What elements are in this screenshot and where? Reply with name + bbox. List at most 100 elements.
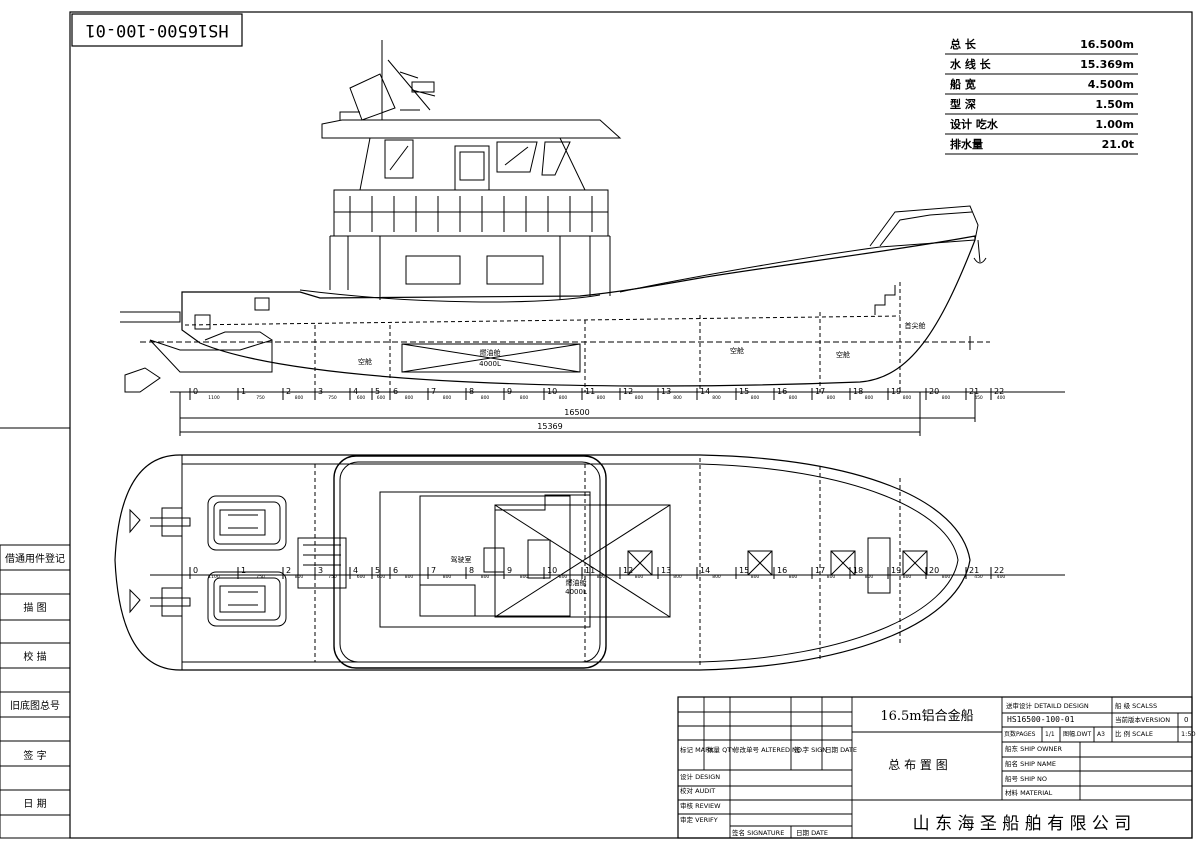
frame-spacing: 450 (974, 574, 983, 580)
frame-spacing: 800 (865, 395, 874, 401)
drawing-number-box: HS16500-100-01 (71, 13, 243, 47)
frame-number: 15 (739, 387, 749, 396)
plan-tank-capacity: 4000L (565, 588, 587, 596)
left-column-label: 旧底图总号 (10, 699, 60, 712)
pages-label: 页数PAGES (1004, 730, 1036, 738)
particular-value: 1.50m (1095, 98, 1134, 111)
frame-spacing: 600 (377, 574, 386, 580)
profile-void-2: 空舱 (730, 346, 744, 355)
frame-spacing: 800 (827, 395, 836, 401)
frame-number: 6 (393, 566, 398, 575)
drawing-no: HS16500-100-01 (1007, 715, 1075, 724)
frame-spacing: 800 (865, 574, 874, 580)
profile-labels: 燃油舱 4000L 空舱 空舱 空舱 首尖舱 16500 15369 (358, 321, 926, 431)
particular-value: 4.500m (1088, 78, 1134, 91)
frame-number: 9 (507, 566, 512, 575)
frame-spacing: 800 (520, 574, 529, 580)
frame-spacing: 800 (559, 395, 568, 401)
left-column-label: 描 图 (23, 601, 46, 614)
drawing-number-rotated: HS16500-100-01 (85, 20, 228, 40)
frame-number: 12 (623, 566, 633, 575)
plan-view (114, 454, 1065, 671)
frame-number: 21 (969, 566, 979, 575)
frame-number: 0 (193, 566, 198, 575)
frame-spacing: 400 (997, 574, 1006, 580)
particular-label: 排水量 (950, 137, 983, 151)
profile-forepeak: 首尖舱 (905, 321, 926, 330)
frame-spacing: 800 (673, 395, 682, 401)
frame-number: 19 (891, 387, 901, 396)
frame-number: 3 (318, 387, 323, 396)
frame-number: 18 (853, 387, 863, 396)
frame-number: 21 (969, 387, 979, 396)
ship-name-title: 16.5m铝合金船 (880, 708, 973, 724)
particular-label: 船 宽 (950, 77, 976, 91)
class-label: 船 级 SCALSS (1115, 701, 1157, 710)
frame-number: 4 (353, 387, 358, 396)
profile-frame-scale: 0110017502800375046005600680078008800980… (189, 387, 1005, 401)
frame-number: 9 (507, 387, 512, 396)
frame-number: 18 (853, 566, 863, 575)
frame-number: 11 (585, 566, 595, 575)
particular-label: 型 深 (950, 97, 976, 111)
profile-tank-label: 燃油舱 (480, 348, 501, 357)
frame-number: 6 (393, 387, 398, 396)
company-name: 山 东 海 圣 船 舶 有 限 公 司 (913, 814, 1132, 834)
frame-number: 14 (700, 566, 710, 575)
frame-spacing: 750 (328, 395, 337, 401)
frame-number: 3 (318, 566, 323, 575)
date-footer: 日期 DATE (796, 829, 828, 837)
file-value: 图幅.DWT (1063, 730, 1091, 738)
frame-spacing: 800 (597, 574, 606, 580)
ship-no-label: 船号 SHIP NO (1005, 774, 1047, 783)
frame-spacing: 750 (328, 574, 337, 580)
frame-number: 4 (353, 566, 358, 575)
frame-number: 1 (241, 566, 246, 575)
frame-number: 2 (286, 566, 291, 575)
frame-spacing: 800 (751, 574, 760, 580)
frame-number: 8 (469, 387, 474, 396)
frame-spacing: 800 (942, 395, 951, 401)
frame-number: 10 (547, 566, 557, 575)
left-column-label: 签 字 (23, 749, 46, 762)
particular-label: 设计 吃水 (950, 117, 999, 131)
particular-value: 16.500m (1080, 38, 1134, 51)
left-column-label: 借通用件登记 (5, 552, 65, 565)
frame-number: 0 (193, 387, 198, 396)
frame-spacing: 800 (903, 574, 912, 580)
frame-spacing: 750 (256, 574, 265, 580)
signature-footer: 签名 SIGNATURE (732, 828, 784, 837)
frame-spacing: 800 (295, 574, 304, 580)
frame-spacing: 800 (443, 574, 452, 580)
frame-spacing: 800 (635, 395, 644, 401)
plan-frame-scale: 0110017502800375046005600680078008800980… (189, 566, 1006, 580)
scale-label: 比 例 SCALE (1115, 729, 1153, 738)
plan-wheelhouse-label: 驾驶室 (451, 555, 472, 564)
waterline-length-dimension: 15369 (537, 422, 562, 431)
profile-tank-capacity: 4000L (479, 360, 501, 368)
frame-number: 17 (815, 566, 825, 575)
review-row: 审核 REVIEW (680, 801, 721, 810)
particular-value: 15.369m (1080, 58, 1134, 71)
frame-spacing: 800 (751, 395, 760, 401)
verify-row: 审定 VERIFY (680, 815, 718, 824)
left-column-label: 校 描 (23, 650, 46, 663)
drawing-title: 总 布 置 图 (888, 758, 947, 772)
frame-number: 20 (929, 387, 939, 396)
frame-spacing: 800 (673, 574, 682, 580)
frame-spacing: 800 (481, 574, 490, 580)
frame-number: 14 (700, 387, 710, 396)
frame-number: 22 (994, 566, 1004, 575)
frame-spacing: 600 (377, 395, 386, 401)
frame-number: 8 (469, 566, 474, 575)
frame-spacing: 800 (712, 574, 721, 580)
frame-spacing: 800 (597, 395, 606, 401)
frame-number: 10 (547, 387, 557, 396)
ship-name-label: 船名 SHIP NAME (1005, 759, 1056, 768)
frame-number: 2 (286, 387, 291, 396)
frame-number: 16 (777, 566, 787, 575)
frame-spacing: 800 (443, 395, 452, 401)
